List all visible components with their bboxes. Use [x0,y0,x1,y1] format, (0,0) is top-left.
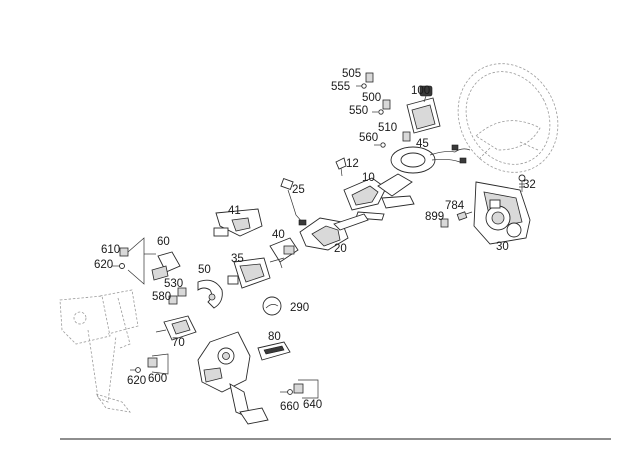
callout-10: 10 [362,172,375,184]
clip-50 [197,279,223,309]
clutch-pedal-assembly [59,289,139,413]
callout-290: 290 [290,302,309,314]
callout-labels: 505 555 100 500 550 510 560 45 12 10 25 … [94,68,536,413]
switch-80 [257,341,291,361]
callout-45: 45 [416,138,429,150]
callout-550: 550 [349,105,368,117]
ring-290 [262,296,282,316]
callout-640: 640 [303,399,322,411]
callout-500: 500 [362,92,381,104]
screw-12 [335,157,347,177]
callout-25: 25 [292,184,305,196]
callout-50: 50 [198,264,211,276]
airbag-module-100 [406,85,441,134]
brake-pedal-assembly [197,331,269,425]
callout-620-lower: 620 [127,375,146,387]
callout-660: 660 [280,401,299,413]
callout-12: 12 [346,158,359,170]
callout-100: 100 [411,85,430,97]
switch-35 [227,257,285,289]
callout-555: 555 [331,81,350,93]
part-640 [293,379,319,399]
callout-600: 600 [148,373,167,385]
fastener-group-upper [356,72,411,148]
cable-25 [280,177,307,226]
callout-70: 70 [172,337,185,349]
callout-40: 40 [272,229,285,241]
switch-20 [299,213,369,251]
callout-784: 784 [445,200,465,212]
callout-60: 60 [157,236,170,248]
callout-530: 530 [164,278,183,290]
part-620-upper [112,263,125,269]
part-620-lower [130,367,141,373]
switch-40 [269,237,299,269]
callout-41: 41 [228,205,241,217]
combination-switch-10 [343,173,415,221]
clock-spring-45 [390,144,471,174]
callout-30: 30 [496,241,509,253]
callout-899: 899 [425,211,444,223]
steering-wheel-outline [457,63,559,173]
callout-35: 35 [231,253,244,265]
switch-60 [144,251,181,281]
part-580 [168,295,178,305]
callout-560: 560 [359,132,378,144]
callout-580: 580 [152,291,171,303]
steering-lock-30 [473,181,531,245]
callout-505: 505 [342,68,361,80]
part-600 [147,353,169,375]
part-530 [177,287,187,297]
callout-620-upper: 620 [94,259,113,271]
callout-510: 510 [378,122,397,134]
shear-bolt-784 [456,211,473,221]
bolt-32 [518,174,526,192]
callout-610: 610 [101,244,120,256]
switch-70 [155,315,197,341]
callout-20: 20 [334,243,347,255]
bracket-leader-610 [127,237,145,285]
callout-80: 80 [268,331,281,343]
sleeve-899 [440,218,449,228]
part-610 [119,247,129,257]
callout-32: 32 [523,179,536,191]
bracket-41 [213,208,263,237]
part-660 [280,389,293,395]
